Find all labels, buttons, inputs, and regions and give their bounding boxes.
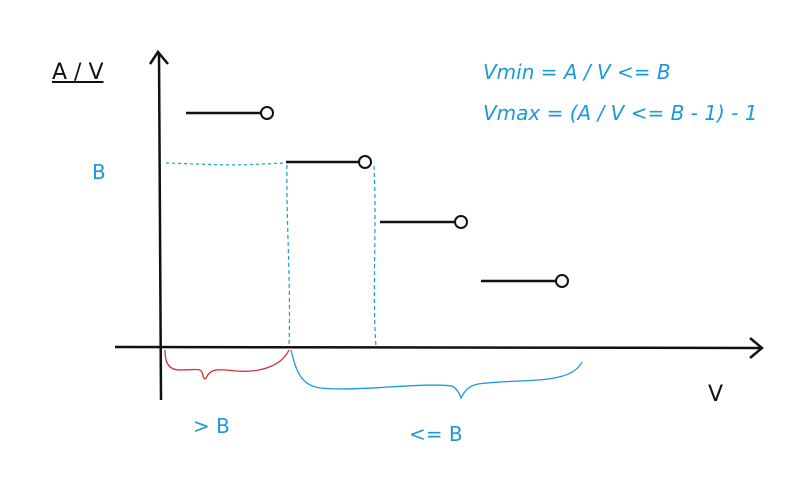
open-endpoint-1 [260, 106, 274, 120]
open-endpoint-3 [454, 215, 468, 229]
open-endpoint-4 [555, 274, 569, 288]
y-axis-label: A / V [52, 60, 104, 85]
greater-than-b-label: > B [193, 414, 230, 438]
x-axis-label: V [708, 382, 724, 407]
x-axis [114, 345, 761, 350]
less-equal-b-label: <= B [409, 422, 463, 446]
vmax-formula: Vmax = (A / V <= B - 1) - 1 [483, 101, 758, 125]
vmin-formula: Vmin = A / V <= B [483, 60, 671, 84]
blue-brace-less-equal-b [290, 349, 583, 400]
b-level-label: B [92, 160, 106, 184]
open-endpoint-2 [358, 155, 372, 169]
dashed-vertical-right [373, 165, 377, 348]
y-axis-arrowhead [148, 49, 169, 65]
y-axis [157, 52, 163, 401]
dashed-vertical-left [286, 164, 291, 348]
b-level-dashed-line [165, 162, 287, 166]
red-brace-greater-than-b [164, 349, 290, 380]
x-axis-arrowhead [749, 337, 764, 359]
